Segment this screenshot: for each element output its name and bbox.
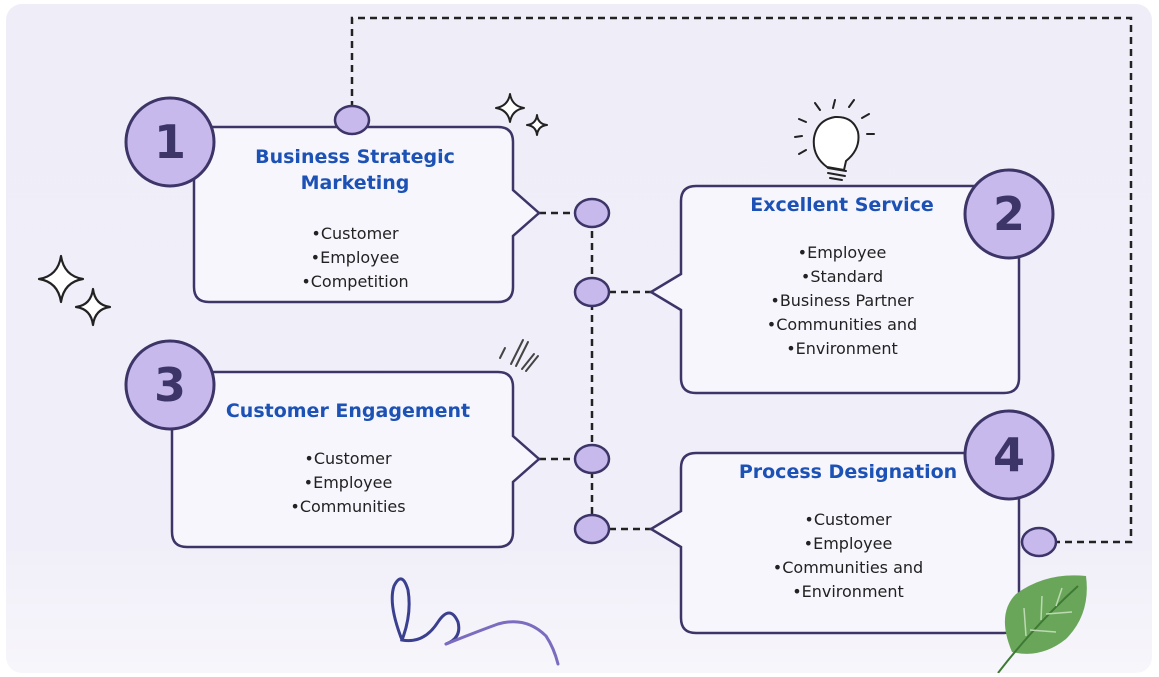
list-item: •Standard xyxy=(800,267,884,286)
list-item: •Communities xyxy=(290,497,406,516)
list-item: •Employee xyxy=(310,248,400,267)
connector-dot-top xyxy=(333,104,371,136)
list-item: •Business Partner xyxy=(770,291,914,310)
list-item: •Customer xyxy=(311,224,399,243)
scribble-icon xyxy=(390,577,560,666)
node-3-title-line: Customer Engagement xyxy=(225,400,471,422)
list-item: •Environment xyxy=(792,582,904,601)
connector-dot-4 xyxy=(573,513,611,545)
node-4-number-circle xyxy=(963,409,1055,501)
node-4-items: •Customer •Employee •Communities and •En… xyxy=(718,508,978,604)
leaf-icon xyxy=(997,575,1087,673)
list-item: •Communities and xyxy=(766,315,918,334)
connector-dot-2 xyxy=(573,276,611,308)
diagram-art: 1 2 3 4 xyxy=(37,16,1133,673)
lightbulb-icon xyxy=(794,99,875,181)
connector-lines xyxy=(350,16,1133,544)
node-2-items: •Employee •Standard •Business Partner •C… xyxy=(706,241,978,361)
node-1-items: •Customer •Employee •Competition xyxy=(220,222,490,294)
node-1-number: 1 xyxy=(154,115,186,169)
node-3-number-circle xyxy=(124,339,216,431)
node-1-title-line: Marketing xyxy=(300,172,410,194)
node-3-items: •Customer •Employee •Communities xyxy=(202,447,494,519)
connector-dot-right xyxy=(1020,526,1058,558)
diagram-canvas: 1 2 3 4 xyxy=(6,4,1152,673)
node-3-number: 3 xyxy=(154,358,186,412)
list-item: •Employee xyxy=(303,473,393,492)
sparkle-icon xyxy=(37,254,112,327)
list-item: •Environment xyxy=(786,339,898,358)
node-2-number: 2 xyxy=(993,187,1025,241)
node-1-text: Business Strategic Marketing •Customer •… xyxy=(220,144,490,294)
list-item: •Communities and xyxy=(772,558,924,577)
node-3-title: Customer Engagement xyxy=(202,398,494,424)
list-item: •Competition xyxy=(301,272,409,291)
pencil-marks-icon xyxy=(499,339,539,372)
node-1-title-line: Business Strategic xyxy=(255,146,455,168)
list-item: •Employee xyxy=(797,243,887,262)
node-2-title: Excellent Service xyxy=(706,192,978,218)
node-4-title-line: Process Designation xyxy=(738,461,958,483)
node-4-title: Process Designation xyxy=(718,459,978,485)
node-2-title-line: Excellent Service xyxy=(750,194,934,216)
list-item: •Customer xyxy=(804,510,892,529)
node-3-text: Customer Engagement •Customer •Employee … xyxy=(202,398,494,519)
node-1-title: Business Strategic Marketing xyxy=(220,144,490,196)
node-4-text: Process Designation •Customer •Employee … xyxy=(718,459,978,604)
node-4-number: 4 xyxy=(993,428,1025,482)
list-item: •Employee xyxy=(803,534,893,553)
sparkle-icon xyxy=(495,93,548,136)
node-2-number-circle xyxy=(963,168,1055,260)
node-2-text: Excellent Service •Employee •Standard •B… xyxy=(706,192,978,361)
list-item: •Customer xyxy=(304,449,392,468)
connector-dot-3 xyxy=(573,443,611,475)
node-1-number-circle xyxy=(124,96,216,188)
connector-dot-1 xyxy=(573,197,611,229)
